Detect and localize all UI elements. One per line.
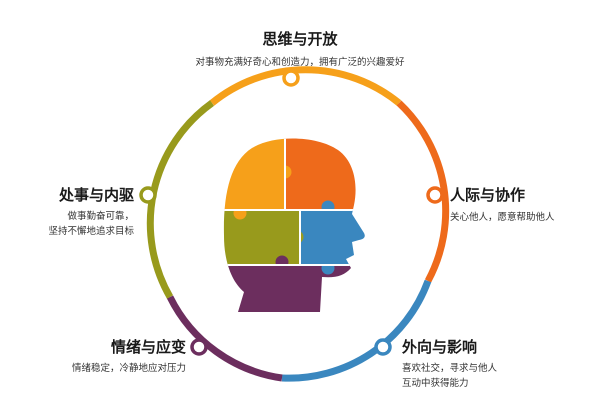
trait-desc: 坚持不懈地追求目标 — [48, 226, 134, 237]
node-openness — [282, 69, 300, 87]
trait-desc: 关心他人，愿意帮助他人 — [450, 212, 555, 223]
ring-arc-openness — [209, 66, 402, 106]
trait-label-conscientiousness: 处事与内驱 做事勤奋可靠， 坚持不懈地追求目标 — [10, 184, 134, 239]
puzzle-knob — [321, 261, 335, 275]
node-agreeableness — [426, 186, 444, 204]
trait-title: 情绪与应变 — [110, 338, 186, 356]
trait-label-neuroticism: 情绪与应变 情绪稳定，冷静地应对压力 — [10, 336, 186, 376]
ring-arc-extraversion — [281, 279, 432, 382]
ring-arc-conscientiousness — [146, 100, 215, 299]
puzzle-piece-agreeableness — [285, 138, 365, 210]
trait-label-agreeableness: 人际与协作 关心他人，愿意帮助他人 — [450, 184, 555, 225]
trait-title: 处事与内驱 — [58, 186, 134, 204]
trait-desc: 喜欢社交，寻求与他人 — [402, 363, 498, 374]
trait-title: 思维与开放 — [262, 30, 338, 48]
puzzle-knob — [275, 255, 289, 269]
puzzle-piece-openness — [223, 138, 285, 210]
trait-desc: 做事勤奋可靠， — [67, 211, 134, 222]
trait-desc: 情绪稳定，冷静地应对压力 — [71, 363, 186, 374]
head-puzzle — [223, 138, 365, 312]
ring-arc-agreeableness — [396, 100, 450, 283]
trait-label-openness: 思维与开放 对事物充满好奇心和创造力，拥有广泛的兴趣爱好 — [150, 28, 450, 70]
puzzle-piece-neuroticism — [223, 265, 365, 312]
node-conscientiousness — [139, 186, 157, 204]
puzzle-knob — [321, 200, 335, 214]
trait-desc: 对事物充满好奇心和创造力，拥有广泛的兴趣爱好 — [195, 57, 405, 68]
node-neuroticism — [190, 338, 208, 356]
node-extraversion — [374, 338, 392, 356]
trait-desc: 互动中获得能力 — [402, 378, 469, 389]
trait-title: 外向与影响 — [402, 338, 478, 356]
trait-title: 人际与协作 — [450, 186, 526, 204]
ring-arc-neuroticism — [166, 295, 283, 382]
puzzle-piece-extraversion — [300, 210, 365, 265]
puzzle-piece-conscientiousness — [223, 210, 300, 265]
puzzle-knob — [233, 206, 247, 220]
trait-label-extraversion: 外向与影响 喜欢社交，寻求与他人 互动中获得能力 — [402, 336, 497, 391]
ring-nodes — [139, 69, 444, 356]
puzzle-knob — [290, 230, 304, 244]
